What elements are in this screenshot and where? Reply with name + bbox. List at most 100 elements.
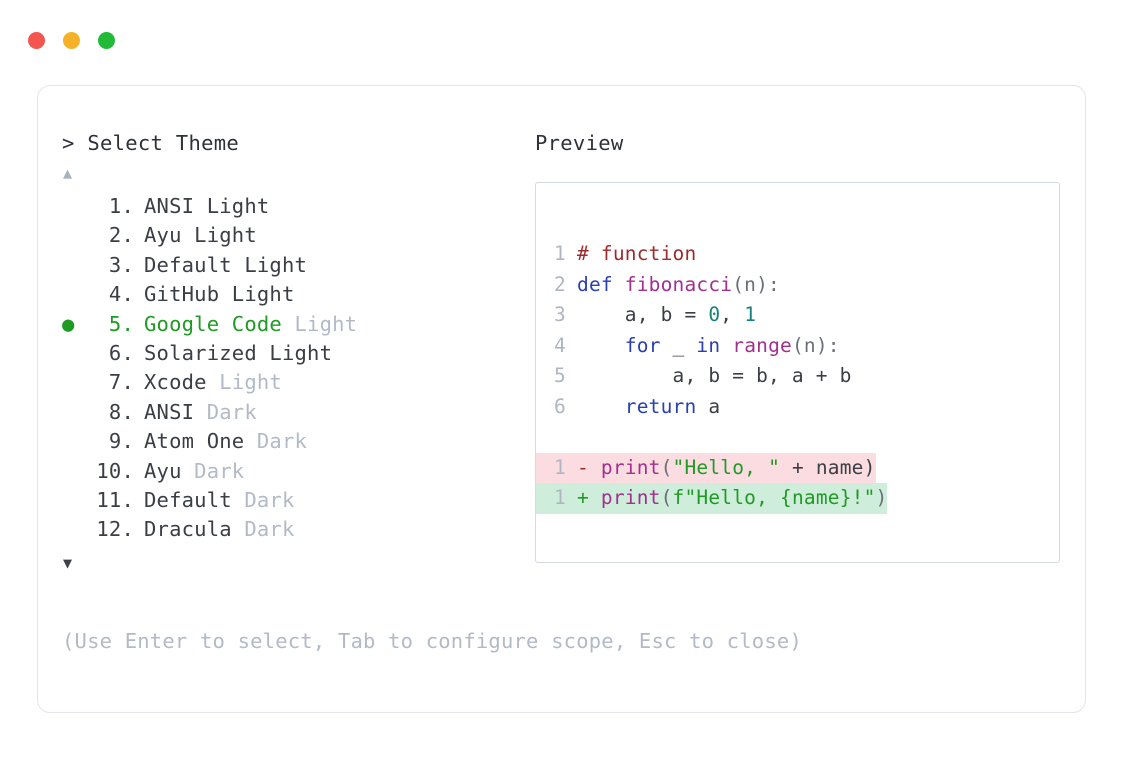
- code-token: a, b =: [577, 303, 709, 326]
- code-token: + name): [780, 455, 876, 479]
- code-token: a: [696, 394, 721, 418]
- minimize-button[interactable]: [63, 32, 80, 49]
- code-token: ,: [720, 303, 745, 326]
- code-token: fibonacci: [624, 272, 733, 296]
- theme-item-number: 7.: [108, 370, 134, 395]
- window-controls: [28, 32, 115, 49]
- theme-item-name: ANSI: [144, 399, 207, 424]
- theme-list-item[interactable]: 4. GitHub Light: [62, 280, 532, 309]
- line-number: 1: [554, 455, 566, 479]
- theme-item-variant: Dark: [244, 517, 295, 542]
- theme-item-name: Dracula: [144, 517, 245, 542]
- theme-item-name: Ayu: [144, 458, 195, 483]
- code-token: ): [875, 486, 888, 509]
- code-line: 6 return a: [536, 392, 720, 423]
- bullet-placeholder: [62, 457, 90, 486]
- scroll-down-icon[interactable]: ▼: [63, 553, 73, 572]
- line-number: 5: [554, 364, 566, 387]
- theme-list: 1. ANSI Light 2.Ayu Light 3. Default Light…: [62, 192, 532, 545]
- theme-item-name: GitHub: [144, 282, 232, 307]
- bullet-placeholder: [62, 251, 90, 280]
- theme-list-item[interactable]: 9. Atom One Dark: [62, 427, 532, 456]
- code-token: return: [624, 394, 697, 418]
- code-token: 1: [744, 303, 757, 326]
- code-token: f"Hello, {name}!": [672, 486, 876, 509]
- bullet-placeholder: [62, 427, 90, 456]
- theme-item-number: 1.: [108, 194, 134, 218]
- code-token: [720, 331, 732, 362]
- theme-item-variant: Light: [194, 223, 257, 248]
- code-token: [577, 392, 625, 423]
- line-number: 3: [554, 303, 566, 326]
- theme-item-name: Google Code: [144, 311, 295, 336]
- code-token: def: [577, 272, 625, 296]
- diff-sign: -: [577, 455, 601, 479]
- theme-item-number: 6.: [108, 341, 134, 366]
- theme-list-item[interactable]: 12.Dracula Dark: [62, 515, 532, 544]
- theme-item-variant: Light: [294, 311, 358, 336]
- code-token: 0: [708, 303, 721, 326]
- theme-item-name: Atom One: [144, 429, 257, 454]
- theme-list-item[interactable]: 10. Ayu Dark: [62, 457, 532, 486]
- theme-list-item[interactable]: 2.Ayu Light: [62, 221, 532, 250]
- theme-list-item[interactable]: 1.ANSI Light: [62, 192, 532, 221]
- line-number: 6: [554, 394, 566, 418]
- theme-item-number: 4.: [108, 282, 134, 307]
- theme-list-item[interactable]: 11. Default Dark: [62, 486, 532, 515]
- theme-item-number: 10.: [96, 458, 134, 483]
- theme-list-item[interactable]: 6. Solarized Light: [62, 339, 532, 368]
- theme-list-item[interactable]: 3. Default Light: [62, 251, 532, 280]
- bullet-placeholder: [62, 398, 90, 427]
- theme-list-item[interactable]: 8. ANSI Dark: [62, 398, 532, 427]
- bullet-placeholder: [62, 368, 90, 397]
- code-token: in: [696, 333, 721, 357]
- theme-picker-panel: > Select Theme ▲ 1. ANSI Light 2.Ayu Ligh…: [37, 85, 1086, 713]
- code-line: 5 a, b = b, a + b: [536, 361, 852, 392]
- prompt-line: > Select Theme: [62, 131, 532, 155]
- code-token: _: [660, 333, 697, 357]
- theme-item-name: ANSI: [144, 194, 207, 218]
- theme-item-variant: Dark: [244, 488, 295, 513]
- bullet-placeholder: [62, 280, 90, 309]
- theme-item-variant: Dark: [206, 399, 257, 424]
- theme-item-number: 9.: [108, 429, 134, 454]
- theme-item-variant: Dark: [256, 429, 308, 454]
- code-line: 3 a, b = 0, 1: [536, 300, 756, 331]
- theme-item-number: 8.: [108, 399, 134, 424]
- theme-item-number: 3.: [108, 252, 134, 277]
- code-diff-line: 1- print("Hello, " + name): [536, 452, 876, 483]
- code-token: # function: [577, 242, 697, 265]
- theme-list-item[interactable]: 7.Xcode Light: [62, 368, 532, 397]
- theme-item-variant: Light: [244, 252, 308, 277]
- theme-item-name: Default: [144, 488, 245, 513]
- maximize-button[interactable]: [98, 32, 115, 49]
- theme-item-name: Xcode: [144, 370, 220, 395]
- close-button[interactable]: [28, 32, 45, 49]
- theme-item-name: Default: [144, 252, 245, 277]
- line-number: 1: [554, 242, 566, 265]
- code-token: (: [660, 486, 673, 509]
- code-diff-line: 1+ print(f"Hello, {name}!"): [536, 483, 888, 514]
- page-title: Select Theme: [87, 131, 240, 155]
- code-line: 1 # function: [536, 239, 696, 270]
- code-token: for: [624, 333, 661, 357]
- code-blank-line: [536, 422, 1059, 453]
- theme-item-variant: Light: [231, 282, 295, 307]
- theme-list-item[interactable]: ●5.Google Code Light: [62, 310, 532, 339]
- bullet-placeholder: [62, 486, 90, 515]
- theme-item-variant: Dark: [194, 458, 245, 483]
- selected-bullet-icon: ●: [62, 311, 75, 336]
- bullet-placeholder: [62, 192, 90, 221]
- code-token: (n):: [791, 333, 840, 357]
- scroll-up-icon[interactable]: ▲: [63, 164, 73, 182]
- code-token: print: [600, 486, 661, 509]
- theme-item-name: Solarized: [144, 341, 270, 366]
- theme-item-variant: Light: [269, 341, 333, 366]
- theme-selector-pane: > Select Theme ▲ 1. ANSI Light 2.Ayu Ligh…: [62, 131, 532, 574]
- preview-label: Preview: [535, 131, 624, 155]
- theme-item-number: 11.: [96, 488, 134, 513]
